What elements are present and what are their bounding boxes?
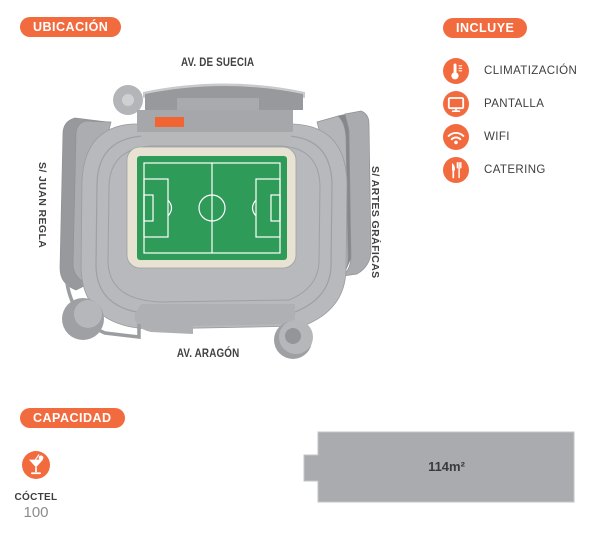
stadium-bottom-stand [134,304,295,334]
includes-list: CLIMATIZACIÓN PANTALLA WIFI [443,58,577,190]
cutlery-icon [443,157,469,183]
pitch-markings [143,162,281,254]
street-label-bottom: AV. ARAGÓN [133,346,283,360]
include-item-label: PANTALLA [484,98,545,110]
screen-icon [443,91,469,117]
street-label-left: S/ JUAN REGLA [36,162,48,249]
include-item-label: WIFI [484,131,510,143]
cocktail-icon [22,451,50,479]
stadium-ring-tower [113,85,143,115]
street-label-bottom-text: AV. ARAGÓN [176,346,240,360]
thermometer-icon [443,58,469,84]
stadium-top-stand [137,83,305,143]
capacidad-badge: CAPACIDAD [20,408,125,428]
room-floorplan [303,431,575,503]
stadium-tower-bottom-right [274,320,313,359]
room-area-label: 114m² [428,459,465,474]
list-item: WIFI [443,124,577,150]
capacity-item-label: CÓCTEL [14,492,58,503]
stadium-inner-ring-2 [107,145,321,303]
include-item-label: CLIMATIZACIÓN [484,65,578,77]
street-label-right: S/ ARTES GRÁFICAS [369,166,381,279]
list-item: CATERING [443,157,577,183]
list-item: CLIMATIZACIÓN [443,58,577,84]
list-item: PANTALLA [443,91,577,117]
highlighted-zone [155,117,184,127]
street-label-top: AV. DE SUECIA [130,55,305,69]
wifi-icon [443,124,469,150]
room-shape [303,431,575,503]
street-label-top-text: AV. DE SUECIA [180,55,255,69]
ubicacion-badge: UBICACIÓN [20,17,122,37]
stadium-tower-bottom-left [62,298,104,340]
include-item-label: CATERING [484,164,546,176]
capacity-item-value: 100 [23,504,49,521]
stadium-map [59,83,372,359]
incluye-badge: INCLUYE [443,18,528,38]
